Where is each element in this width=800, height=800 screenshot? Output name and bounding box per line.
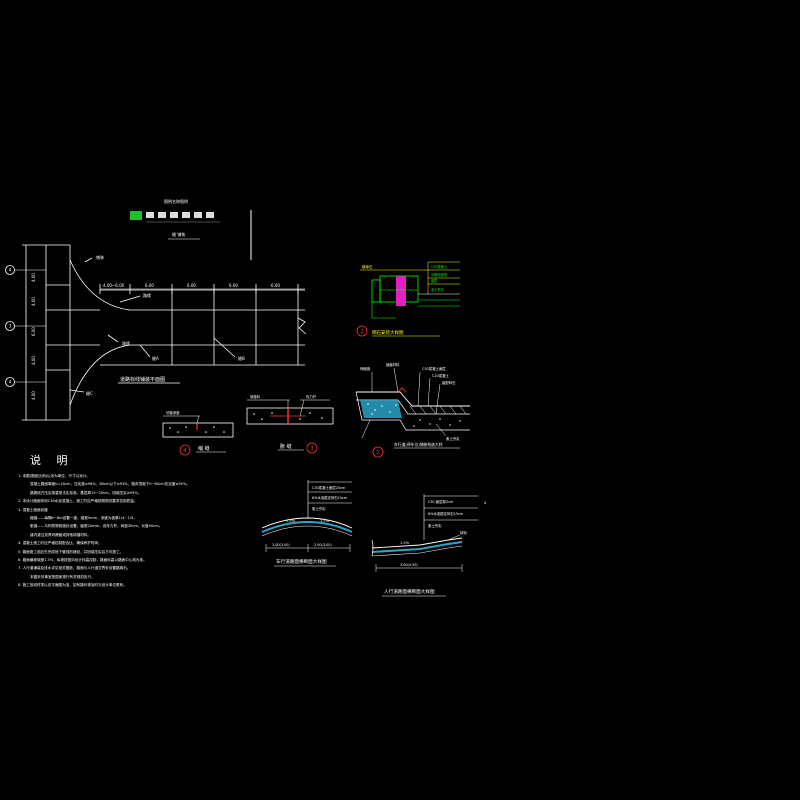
detail-3-number: 3: [310, 446, 313, 452]
detail-1-title: 车行道(停车位)铺装构造大样: [394, 442, 443, 447]
detail-3-label-2: 传力杆: [306, 394, 317, 399]
detail-4-title: 缩 缝: [198, 445, 210, 452]
detail-2-label-2: C20混凝土: [431, 264, 448, 269]
note-line: 8. 施工放线时须以总平面图为准，如有疑问请及时与设计单位联系。: [18, 583, 127, 588]
legend-title: 图例名称图例: [164, 198, 188, 204]
detail-2-label-1: 路缘石: [362, 264, 373, 269]
legend: 图例名称图例 缝 铺装: [130, 198, 252, 260]
section-right-title: 人行道路面横断面大样图: [384, 588, 435, 595]
plan-dim-left-5: 4.00: [31, 391, 36, 400]
detail-1-number: 1: [376, 450, 379, 456]
note-line: 缝内灌注沥青玛蹄脂或其他填缝材料。: [30, 532, 92, 537]
note-line: 3. 混凝土路面设缝: [18, 507, 48, 512]
detail-3-label-1: 填缝料: [250, 394, 261, 399]
section-right: C30 面层厚5cm 6%水泥稳定碎石15cm 素土夯实 4 1.5% 绿化 3…: [371, 494, 487, 597]
legend-sub: 缝 铺装: [172, 231, 185, 237]
plan-dim-top-1: 4.00~6.00: [103, 283, 125, 288]
plan-dim-left-3: 6.00: [31, 327, 36, 336]
section-left-slope-2: 1.5%: [320, 519, 330, 523]
detail-2: 2 侧石安装大样图 路缘石 C20混凝土 中粗砂垫层 基层 素土夯实: [356, 261, 460, 337]
section-right-layer-3: 素土夯实: [428, 523, 442, 528]
pavement-plan: [5, 244, 307, 421]
detail-1-label-3: C30混凝土面层: [422, 366, 446, 371]
plan-axis-1: 4: [9, 268, 12, 273]
note-line: 2. 本设计路面采用C30水泥混凝土，施工时应严格按照规范要求控制质量。: [18, 499, 138, 504]
note-line: 混凝土路面厚度h=20cm，压实度≥96%，80cm以下≥93%，路床顶面下0~…: [30, 482, 190, 487]
note-line: 1. 本图(图纸比例)以米为单位，尺寸以米计。: [18, 474, 91, 478]
plan-dim-left-1: 4.00: [31, 273, 36, 282]
plan-tag-4: 缝A: [152, 355, 159, 361]
plan-tag-5: 缝B: [238, 355, 245, 361]
detail-2-title: 侧石安装大样图: [372, 329, 404, 336]
legend-swatch-green: [130, 211, 142, 220]
plan-axis-3: 4: [9, 380, 12, 385]
note-line: 缩缝——每隔4~6m设置一道，缝宽5mm，深度为板厚1/4~1/5。: [30, 516, 137, 521]
detail-3-title: 胀 缝: [280, 443, 292, 450]
note-line: 7. 人行道铺装及排水详见相关图纸，路面与人行道交界处设置路缘石。: [18, 566, 131, 571]
plan-dim-top-5: 6.00: [271, 283, 280, 288]
note-line: 6. 路面横坡坡度1.5%，纵坡按竖向设计标高控制，路面标高以路面中心线为准。: [18, 558, 147, 563]
notes-heading: 说 明: [30, 454, 74, 467]
plan-dim-top-4: 6.00: [229, 283, 238, 288]
detail-2-label-4: 基层: [431, 278, 437, 283]
note-line: 胀缝——与构筑物相接处设置，缝宽20mm，设传力杆，间距30cm，长度50cm。: [30, 524, 163, 529]
note-line: 路基填方压实按重型击实标准，基层厚15~20cm，回填压实≥93%。: [30, 490, 142, 495]
section-left-dim-1: 2.00(3.00): [272, 543, 290, 547]
pavement-plan-text: 铺装 路缘 路缘 缝A 缝B 缝C 4.00~6.00 6.00 6.00 6.…: [9, 254, 281, 400]
detail-1-label-4: C20混凝土: [432, 373, 449, 378]
plan-tag-6: 缝C: [86, 390, 93, 396]
section-left: C30混凝土面层20cm 6%水泥稳定碎石15cm 素土夯实 1.5% 1.5%…: [261, 480, 353, 567]
detail-1-label-2: 嵌缝材料: [386, 362, 400, 367]
detail-2-label-5: 素土夯实: [431, 287, 444, 292]
detail-1-label-6: 素土夯实: [446, 436, 460, 441]
plan-tag-1: 铺装: [96, 254, 104, 260]
section-left-layer-2: 6%水泥稳定碎石15cm: [312, 495, 348, 500]
plan-tag-2: 路缘: [143, 292, 151, 298]
plan-dim-top-3: 6.00: [187, 283, 196, 288]
section-left-layer-1: C30混凝土面层20cm: [312, 485, 346, 490]
section-left-title: 车行道路面横断面大样图: [276, 558, 327, 565]
section-right-layer-2: 6%水泥稳定碎石15cm: [428, 511, 464, 516]
note-line: 4. 混凝土施工时应严格控制配合比，确保养护时间。: [18, 541, 102, 546]
detail-4-number: 4: [183, 448, 186, 454]
plan-dim-top-2: 6.00: [145, 283, 154, 288]
section-left-dim-2: 2.00(3.00): [314, 543, 332, 547]
detail-1: 1 车行道(停车位)铺装构造大样 伸缩缝 嵌缝材料 C30混凝土面层 C20混凝…: [355, 362, 470, 458]
legend-swatches: [146, 212, 214, 218]
detail-4: 切缝深度 4 缩 缝: [162, 410, 234, 456]
plan-tag-3: 路缘: [122, 340, 130, 346]
section-right-layer-1: C30 面层厚5cm: [428, 499, 454, 504]
detail-3: 填缝料 传力杆 胀 缝 3: [246, 394, 334, 454]
section-right-slope: 1.5%: [400, 541, 410, 545]
plan-dim-left-4: 4.00: [31, 356, 36, 365]
detail-4-label: 切缝深度: [166, 410, 180, 415]
design-notes: 说 明 1. 本图(图纸比例)以米为单位，尺寸以米计。 混凝土路面厚度h=20c…: [18, 452, 253, 590]
section-left-slope-1: 1.5%: [286, 519, 296, 523]
detail-2-label-3: 中粗砂垫层: [431, 272, 447, 277]
detail-1-label-5: 级配碎石: [442, 380, 456, 385]
plan-title: 道路标线铺装平面图: [120, 376, 165, 383]
section-right-mark: 4: [484, 501, 487, 505]
plan-dim-left-2: 4.00: [31, 297, 36, 306]
section-right-dim: 3.00(4.50): [400, 563, 418, 567]
note-line: 5. 路面施工前应先完成地下管线的铺设，并回填压实后方可施工。: [18, 549, 124, 554]
section-right-tag: 绿化: [460, 530, 468, 535]
detail-1-label-1: 伸缩缝: [360, 366, 371, 371]
plan-axis-2: 3: [9, 324, 12, 329]
section-left-layer-3: 素土夯实: [312, 506, 326, 511]
detail-2-number: 2: [360, 329, 363, 335]
note-line: 本图未尽事宜按国家现行有关规范执行。: [30, 574, 95, 579]
